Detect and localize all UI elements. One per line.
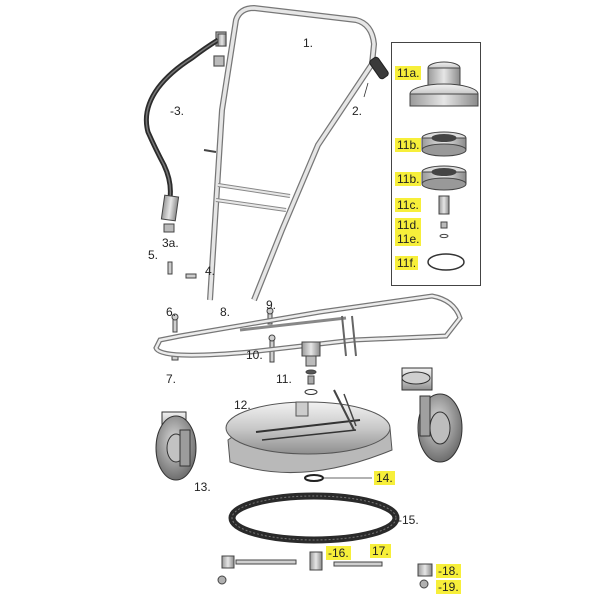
inset-detail-box bbox=[391, 42, 481, 286]
inset-parts bbox=[409, 61, 479, 271]
inset-part-label: 11a. bbox=[395, 66, 422, 80]
pin-part bbox=[167, 261, 197, 279]
caster-wheel-right bbox=[401, 367, 463, 463]
part-label-highlighted: 14. bbox=[374, 471, 395, 485]
inset-part-label: 11d. bbox=[395, 218, 422, 232]
part-label: 9. bbox=[266, 298, 277, 312]
caster-wheel-left bbox=[155, 411, 197, 481]
part-label: 6. bbox=[166, 305, 177, 319]
part-label: -15. bbox=[398, 513, 419, 527]
spray-bar-parts bbox=[217, 551, 433, 589]
inset-part-label: 11c. bbox=[395, 198, 421, 212]
part-label: 3a. bbox=[162, 236, 179, 250]
o-ring bbox=[304, 474, 372, 482]
part-label: 4. bbox=[205, 264, 216, 278]
part-label-highlighted: -19. bbox=[436, 580, 461, 594]
part-label: -3. bbox=[170, 104, 185, 118]
part-label-highlighted: -16. bbox=[326, 546, 351, 560]
part-label-highlighted: -18. bbox=[436, 564, 461, 578]
part-label: 10. bbox=[246, 348, 263, 362]
part-label: 11. bbox=[276, 372, 292, 386]
inset-part-label: 11b. bbox=[395, 138, 422, 152]
part-label: 5. bbox=[148, 248, 159, 262]
swivel-assembly bbox=[301, 341, 321, 395]
hose bbox=[143, 33, 227, 222]
handle-frame bbox=[203, 4, 378, 302]
base-frame bbox=[153, 293, 463, 358]
part-label-highlighted: 17. bbox=[370, 544, 391, 558]
brush-ring bbox=[228, 492, 400, 544]
cleaner-housing bbox=[225, 389, 393, 474]
handle-grip bbox=[363, 56, 389, 98]
inset-part-label: 11b. bbox=[395, 172, 422, 186]
part-label: 2. bbox=[352, 104, 363, 118]
inset-part-label: 11f. bbox=[395, 256, 419, 270]
inset-part-label: 11e. bbox=[395, 232, 422, 246]
part-label: 8. bbox=[220, 305, 231, 319]
part-label: 7. bbox=[166, 372, 177, 386]
swivel-fitting bbox=[163, 223, 175, 233]
part-label: 13. bbox=[194, 480, 211, 494]
part-label: 1. bbox=[303, 36, 314, 50]
part-label: 12. bbox=[234, 398, 251, 412]
